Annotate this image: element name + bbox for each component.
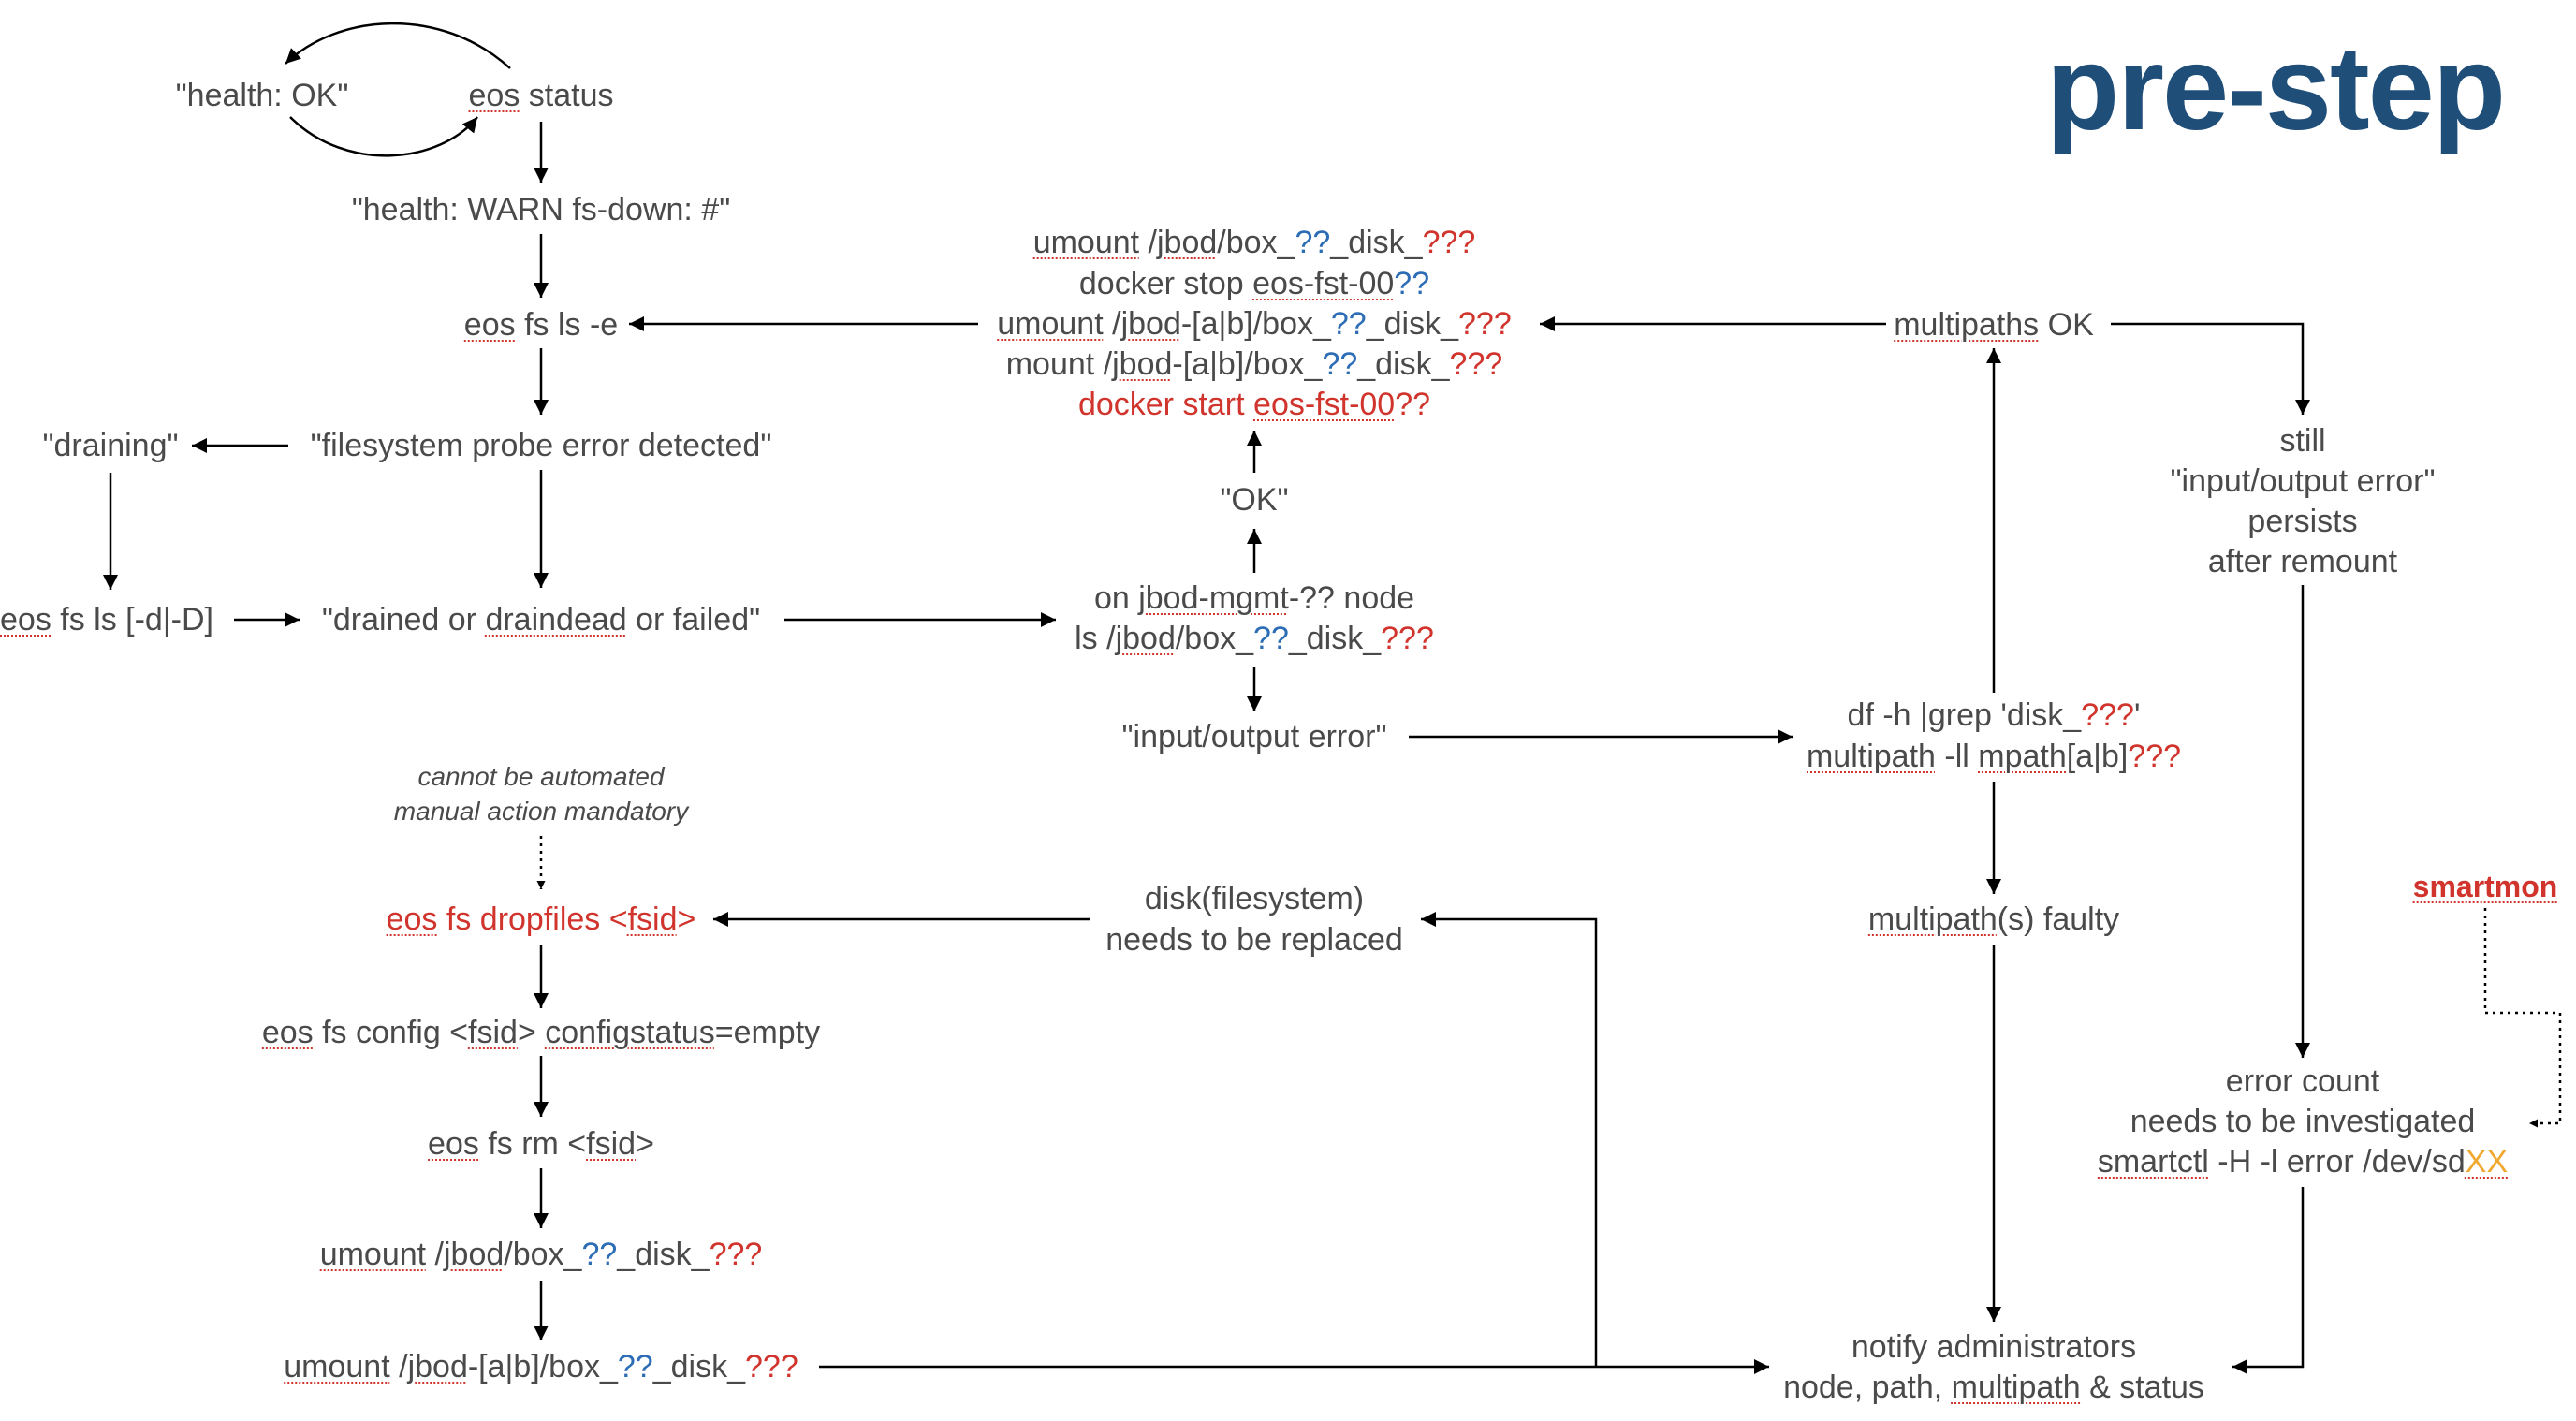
arrow-ok-to-status (289, 116, 478, 157)
node-fs-rm: eos fs rm <fsid> (428, 1126, 654, 1162)
remount-line-umount-box: umount /jbod/box_??_disk_??? (1032, 225, 1476, 260)
node-drained: "drained or draindead or failed" (321, 602, 761, 637)
remount-line-umount-ab: umount /jbod-[a|b]/box_??_disk_??? (997, 306, 1512, 342)
node-dropfiles: eos fs dropfiles <fsid> (386, 901, 696, 937)
node-fs-config: eos fs config <fsid> configstatus=empty (261, 1015, 821, 1050)
arrow-branch-to-replace (1421, 912, 1598, 1367)
node-probe-error: "filesystem probe error detected" (310, 428, 772, 463)
note-line2: manual action mandatory (393, 797, 689, 826)
df-line1: df -h |grep 'disk_???' (1847, 697, 2141, 733)
node-check-line2: ls /jbod/box_??_disk_??? (1075, 621, 1434, 656)
page-title: pre-step (2046, 22, 2506, 155)
still-line2: "input/output error" (2170, 463, 2436, 499)
node-multipaths-ok: multipaths OK (1894, 307, 2094, 343)
error-count-line2: needs to be investigated (2130, 1104, 2476, 1139)
node-umount-ab: umount /jbod-[a|b]/box_??_disk_??? (284, 1349, 798, 1384)
notify-line2: node, path, multipath & status (1783, 1370, 2204, 1405)
remount-line-mount-ab: mount /jbod-[a|b]/box_??_disk_??? (1005, 346, 1503, 382)
replace-line2: needs to be replaced (1105, 922, 1403, 958)
node-smartmon: smartmon (2412, 870, 2558, 903)
still-line4: after remount (2207, 544, 2398, 579)
node-eos-fs-ls-e: eos fs ls -e (463, 307, 619, 343)
node-health-warn: "health: WARN fs-down: #" (351, 192, 731, 227)
node-io-error: "input/output error" (1121, 719, 1387, 754)
error-count-line3: smartctl -H -l error /dev/sdXX (2097, 1144, 2509, 1179)
node-health-ok: "health: OK" (175, 78, 349, 113)
df-line2: multipath -ll mpath[a|b]??? (1806, 739, 2182, 774)
node-eos-fs-ls-d: eos fs ls [-d|-D] (0, 602, 213, 637)
arrow-status-to-ok (285, 22, 511, 69)
node-multipath-faulty: multipath(s) faulty (1867, 901, 2120, 937)
arrow-multipathsok-to-still (2111, 322, 2310, 415)
node-eos-status: eos status (468, 78, 614, 113)
notify-line1: notify administrators (1851, 1329, 2137, 1365)
node-draining: "draining" (42, 428, 179, 463)
replace-line1: disk(filesystem) (1144, 881, 1365, 916)
node-umount-box: umount /jbod/box_??_disk_??? (319, 1237, 763, 1272)
remount-line-docker-start: docker start eos-fst-00?? (1077, 387, 1431, 422)
arrow-errorcount-to-notify (2232, 1187, 2305, 1374)
error-count-line1: error count (2225, 1063, 2380, 1099)
remount-line-docker-stop: docker stop eos-fst-00?? (1078, 266, 1430, 301)
note-line1: cannot be automated (417, 762, 665, 791)
still-line1: still (2279, 423, 2326, 459)
node-ok: "OK" (1220, 482, 1289, 518)
still-line3: persists (2247, 504, 2358, 539)
arrow-smartmon-to-errorcount (2483, 908, 2562, 1128)
node-check-line1: on jbod-mgmt-?? node (1093, 580, 1415, 616)
